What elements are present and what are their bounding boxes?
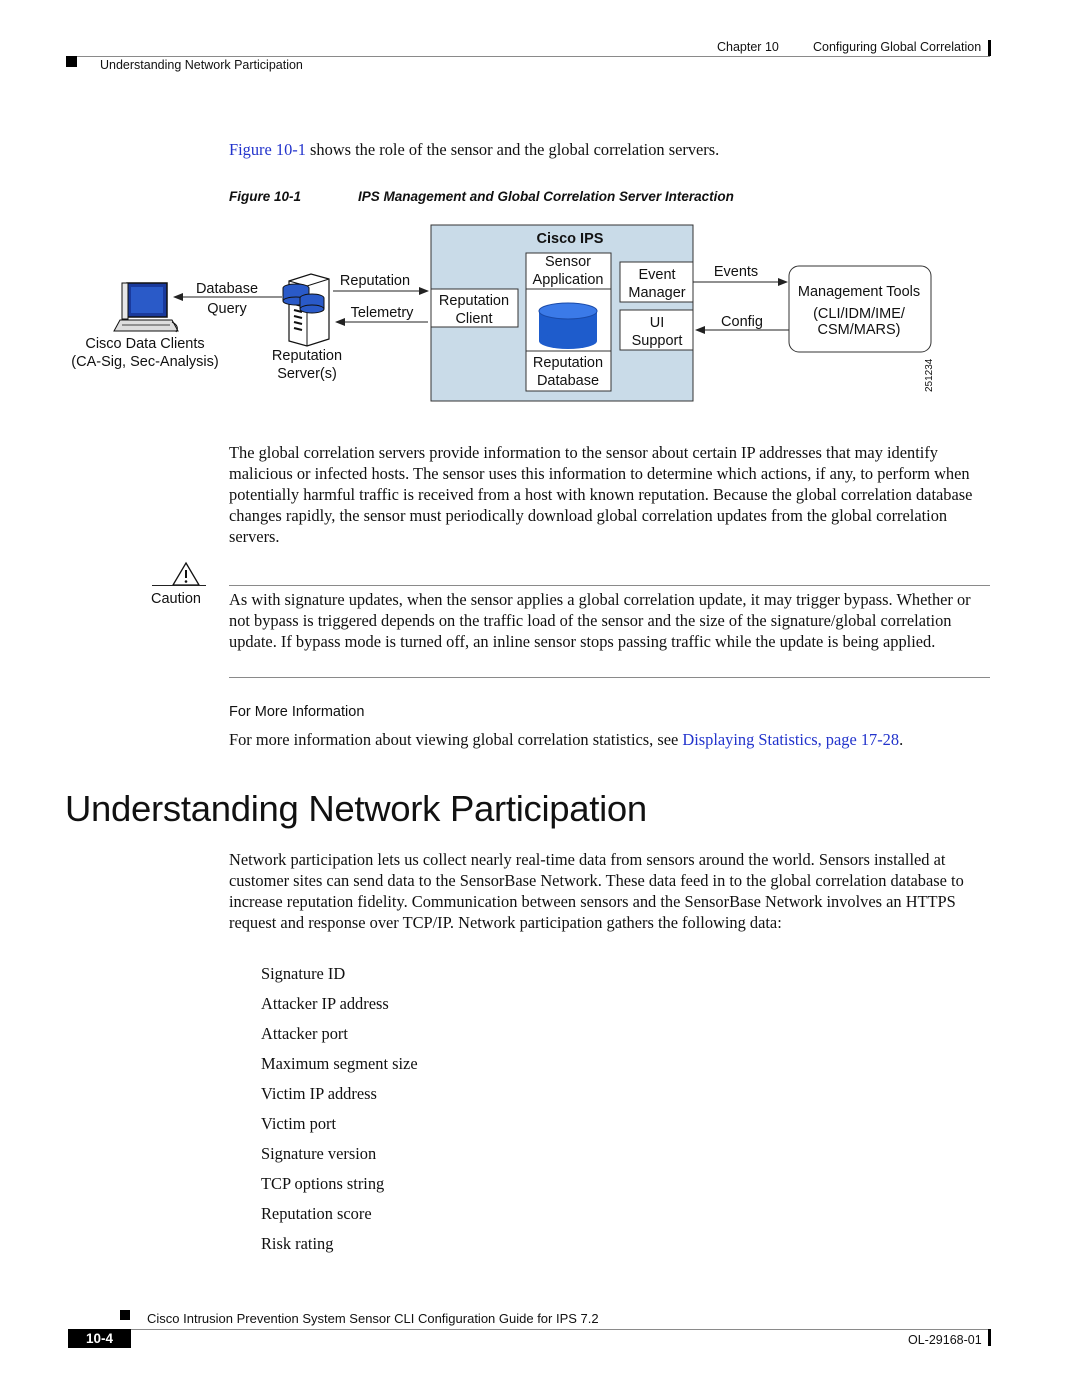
config-arrow-label: Config xyxy=(721,314,763,330)
clients-label-1: Cisco Data Clients xyxy=(85,336,204,352)
clients-label-2: (CA-Sig, Sec-Analysis) xyxy=(71,354,218,370)
displaying-statistics-link[interactable]: Displaying Statistics, page 17-28 xyxy=(682,730,900,749)
paragraph-network-participation: Network participation lets us collect ne… xyxy=(229,850,964,932)
reputation-client-label-1: Reputation xyxy=(439,293,509,309)
reputation-client-label-2: Client xyxy=(455,311,492,327)
footer-rule xyxy=(68,1329,990,1330)
paragraph-global-correlation: The global correlation servers provide i… xyxy=(229,443,973,546)
ui-support-label-2: Support xyxy=(632,333,683,349)
more-info-text-before: For more information about viewing globa… xyxy=(229,730,683,749)
management-tools-label-3: CSM/MARS) xyxy=(818,322,901,338)
management-tools-box xyxy=(788,265,932,353)
list-item: Reputation score xyxy=(261,1204,372,1223)
more-info-heading: For More Information xyxy=(229,704,365,720)
caution-divider-short xyxy=(152,585,206,586)
servers-label-2: Server(s) xyxy=(277,366,337,382)
list-item: Signature version xyxy=(261,1144,377,1163)
events-arrow-label: Events xyxy=(714,264,758,280)
list-item: Signature ID xyxy=(261,964,346,983)
management-tools-label-2: (CLI/IDM/IME/ xyxy=(813,306,906,322)
header-square-marker xyxy=(66,56,77,67)
figure-link[interactable]: Figure 10-1 xyxy=(229,140,306,159)
more-info-text-after: . xyxy=(899,730,904,749)
management-tools-label-1: Management Tools xyxy=(798,284,920,300)
intro-sentence: Figure 10-1 shows the role of the sensor… xyxy=(229,139,719,160)
database-query-label-2: Query xyxy=(207,301,247,317)
reputation-client-box xyxy=(430,288,519,328)
event-manager-label-2: Manager xyxy=(628,285,685,301)
list-item: Maximum segment size xyxy=(261,1054,418,1073)
footer-tick-mark xyxy=(988,1329,991,1346)
footer-doc-id: OL-29168-01 xyxy=(908,1333,982,1347)
list-item: Victim port xyxy=(261,1114,337,1133)
list-item: TCP options string xyxy=(261,1174,385,1193)
ui-support-box xyxy=(619,309,694,351)
list-item: Attacker port xyxy=(261,1024,348,1043)
ips-interaction-diagram: Database Query Cisco Data Clients (CA-Si… xyxy=(71,224,935,402)
footer-square-marker xyxy=(120,1310,130,1320)
header-section: Understanding Network Participation xyxy=(100,58,303,72)
reputation-database-label-1: Reputation xyxy=(533,355,603,371)
header-rule xyxy=(68,56,990,57)
sensor-application-label-1: Sensor xyxy=(545,254,591,270)
reputation-database-label-2: Database xyxy=(537,373,599,389)
reputation-arrow-label: Reputation xyxy=(340,273,410,289)
list-item: Attacker IP address xyxy=(261,994,389,1013)
section-title: Understanding Network Participation xyxy=(65,788,647,829)
ui-support-label-1: UI xyxy=(650,315,665,331)
cisco-ips-label: Cisco IPS xyxy=(537,231,604,247)
more-info-text: For more information about viewing globa… xyxy=(229,729,1019,750)
figure-id-label: 251234 xyxy=(924,358,935,392)
sensor-application-label-2: Application xyxy=(533,272,604,288)
server-icon xyxy=(282,273,330,347)
caution-divider-top xyxy=(229,585,990,586)
list-item: Risk rating xyxy=(261,1234,334,1253)
caution-label: Caution xyxy=(151,591,201,607)
list-item: Victim IP address xyxy=(261,1084,377,1103)
computer-icon xyxy=(113,282,179,333)
database-query-label-1: Database xyxy=(196,281,258,297)
caution-divider-bottom xyxy=(229,677,990,678)
event-manager-box xyxy=(619,261,694,303)
caution-text: As with signature updates, when the sens… xyxy=(229,590,971,651)
footer-page-number: 10-4 xyxy=(68,1329,131,1348)
header-tick-mark xyxy=(988,40,991,56)
footer-guide-title: Cisco Intrusion Prevention System Sensor… xyxy=(147,1311,599,1326)
header-chapter-title: Configuring Global Correlation xyxy=(813,40,982,54)
figure-title: IPS Management and Global Correlation Se… xyxy=(358,189,734,204)
caution-icon xyxy=(171,561,201,586)
event-manager-label-1: Event xyxy=(638,267,675,283)
header-chapter: Chapter 10 xyxy=(717,40,779,54)
intro-text: shows the role of the sensor and the glo… xyxy=(305,140,720,159)
servers-label-1: Reputation xyxy=(272,348,342,364)
figure-number: Figure 10-1 xyxy=(229,189,302,204)
database-cylinder-icon xyxy=(538,302,598,349)
telemetry-arrow-label: Telemetry xyxy=(351,305,415,321)
